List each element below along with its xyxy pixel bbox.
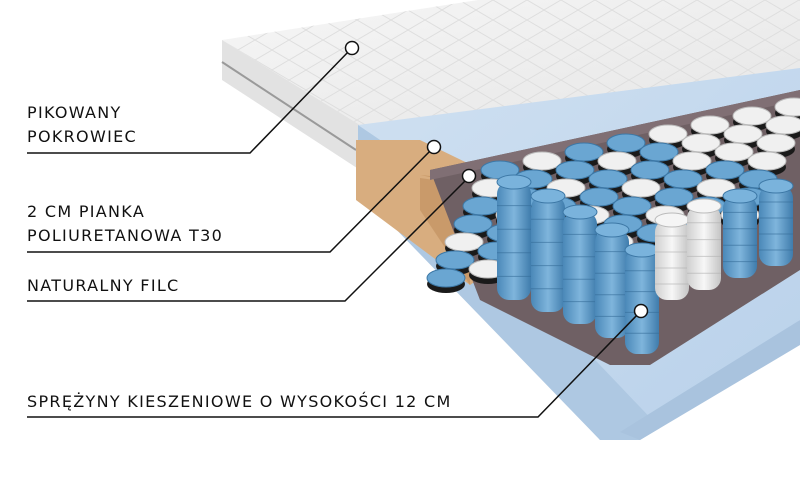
callout-dot-icon [461, 168, 477, 184]
spring-top [654, 187, 694, 212]
pocket-springs-front-row [496, 174, 794, 354]
pocket-spring [496, 174, 532, 300]
foam-label-line1: 2 CM PIANKA [27, 202, 146, 221]
pocket-spring [530, 188, 566, 312]
callout-lines [27, 49, 641, 418]
pocket-spring [722, 188, 758, 278]
cover-label-line2: POKROWIEC [27, 127, 137, 146]
pocket-spring [686, 198, 722, 290]
felt-label: NATURALNY FILC [27, 276, 180, 295]
spring-top [426, 268, 466, 293]
pocket-spring [624, 242, 660, 354]
spring-top [564, 142, 604, 167]
spring-top [621, 178, 661, 203]
callout-dot-icon [426, 139, 442, 155]
springs-callout-line [27, 311, 641, 418]
felt-callout-line [27, 177, 469, 302]
foam-label-line2: POLIURETANOWA T30 [27, 226, 224, 245]
springs-label: SPRĘŻYNY KIESZENIOWE O WYSOKOŚCI 12 CM [27, 392, 452, 411]
cover-label-line1: PIKOWANY [27, 103, 122, 122]
pocket-spring [562, 204, 598, 324]
spring-top [723, 124, 763, 149]
callout-dots [344, 40, 649, 319]
pocket-spring [594, 222, 630, 338]
spring-top [597, 151, 637, 176]
spring-top [648, 124, 688, 149]
callout-dot-icon [633, 303, 649, 319]
foam-callout-line [27, 147, 434, 253]
cover-callout-line [27, 49, 351, 154]
callout-dot-icon [344, 40, 360, 56]
pocket-spring [758, 178, 794, 266]
pocket-spring [654, 212, 690, 300]
